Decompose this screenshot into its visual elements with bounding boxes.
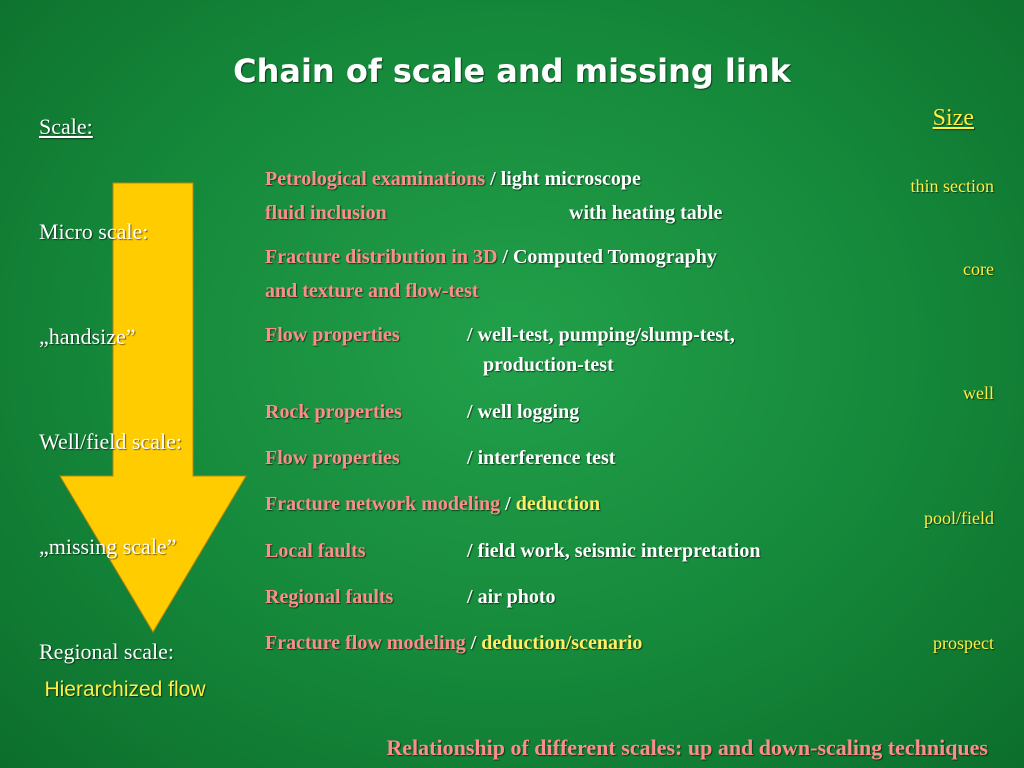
size-pool-field: pool/field bbox=[924, 508, 994, 528]
technique-label: well-test, pumping/slump-test, bbox=[477, 324, 735, 346]
scale-header: Scale: bbox=[39, 114, 93, 139]
method-row: fluid inclusion with heating table bbox=[265, 202, 722, 225]
method-row: Flow properties/ well-test, pumping/slum… bbox=[265, 324, 735, 346]
method-row: Flow properties/ interference test bbox=[265, 447, 616, 469]
method-label: fluid inclusion bbox=[265, 202, 387, 224]
method-row: Petrological examinations / light micros… bbox=[265, 168, 641, 190]
method-label: Flow properties bbox=[265, 324, 400, 346]
method-label: Fracture flow modeling bbox=[265, 632, 466, 654]
method-row: Fracture flow modeling / deduction/scena… bbox=[265, 632, 643, 654]
method-label: and texture and flow-test bbox=[265, 280, 479, 302]
technique-label: deduction/scenario bbox=[481, 632, 643, 654]
method-row: and texture and flow-test bbox=[265, 280, 479, 303]
size-well: well bbox=[963, 383, 994, 403]
technique-label: interference test bbox=[477, 447, 616, 469]
technique-label: field work, seismic interpretation bbox=[477, 540, 761, 562]
scale-micro: Micro scale: bbox=[39, 219, 149, 244]
arrow-label: Hierarchized flow bbox=[44, 678, 206, 701]
method-row: Fracture distribution in 3D / Computed T… bbox=[265, 246, 717, 268]
scale-regional: Regional scale: bbox=[39, 639, 175, 664]
method-label: Fracture network modeling bbox=[265, 493, 501, 515]
method-label: Petrological examinations bbox=[265, 168, 486, 190]
method-label: Local faults bbox=[265, 540, 366, 562]
page-title: Chain of scale and missing link bbox=[233, 52, 791, 90]
size-header: Size bbox=[932, 105, 974, 131]
method-row: Fracture network modeling / deduction bbox=[265, 493, 601, 515]
technique-label: with heating table bbox=[569, 202, 723, 224]
method-row: Local faults/ field work, seismic interp… bbox=[265, 540, 761, 562]
scale-well-field: Well/field scale: bbox=[39, 429, 182, 454]
method-label: Rock properties bbox=[265, 401, 402, 423]
method-row: Rock properties/ well logging bbox=[265, 401, 580, 423]
scale-handsize: „handsize” bbox=[39, 324, 136, 349]
technique-label: production-test bbox=[483, 354, 614, 376]
method-row: Regional faults/ air photo bbox=[265, 586, 556, 608]
technique-label: air photo bbox=[477, 586, 556, 608]
size-core: core bbox=[963, 259, 994, 279]
technique-label: deduction bbox=[515, 493, 601, 515]
size-prospect: prospect bbox=[933, 633, 994, 653]
technique-label: light microscope bbox=[500, 168, 641, 190]
scale-missing: „missing scale” bbox=[39, 534, 177, 559]
method-label: Regional faults bbox=[265, 586, 394, 608]
size-thin-section: thin section bbox=[910, 176, 995, 196]
footer-caption: Relationship of different scales: up and… bbox=[386, 735, 988, 760]
technique-label: Computed Tomography bbox=[512, 246, 717, 268]
method-label: Flow properties bbox=[265, 447, 400, 469]
method-label: Fracture distribution in 3D bbox=[265, 246, 498, 268]
technique-label: well logging bbox=[477, 401, 580, 423]
